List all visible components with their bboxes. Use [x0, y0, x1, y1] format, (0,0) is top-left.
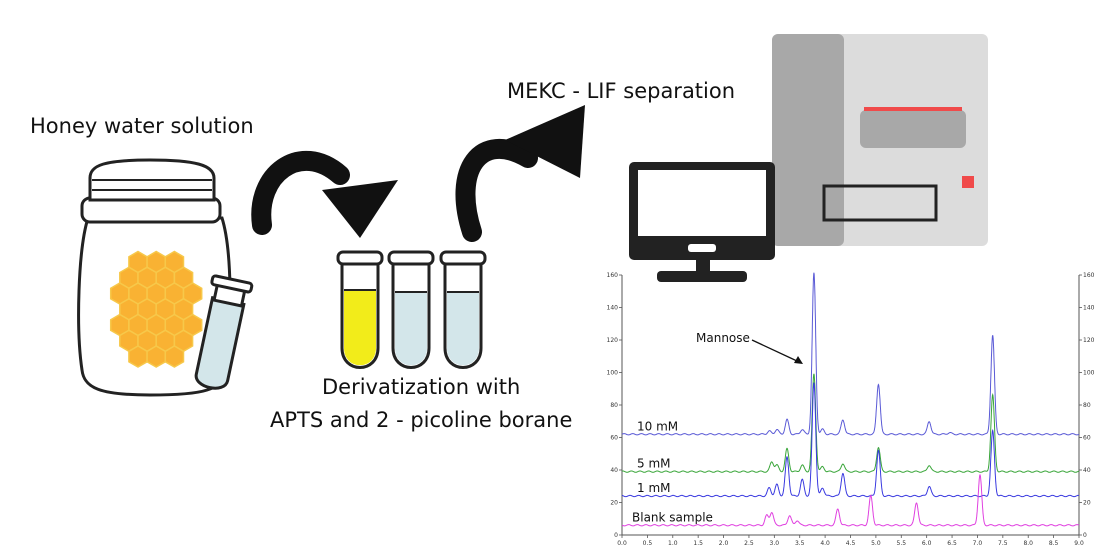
- y-tick-label: 120: [607, 337, 619, 344]
- y-tick-label: 80: [610, 402, 618, 409]
- y-tick-label: 160: [1083, 272, 1095, 279]
- honeycomb-icon: [109, 250, 203, 368]
- y-tick-label: 60: [1083, 435, 1091, 442]
- x-tick-label: 7.0: [973, 540, 983, 547]
- x-tick-label: 1.5: [693, 540, 703, 547]
- y-tick-label: 140: [607, 305, 619, 312]
- y-tick-label: 0: [1083, 532, 1087, 539]
- trace-1-mm: [621, 382, 1079, 498]
- y-tick-label: 100: [1083, 370, 1095, 377]
- y-tick-label: 140: [1083, 305, 1095, 312]
- x-tick-label: 6.5: [947, 540, 957, 547]
- honey-solution-label: Honey water solution: [30, 114, 254, 138]
- x-tick-label: 1.0: [668, 540, 678, 547]
- trace-label: 5 mM: [637, 457, 671, 471]
- ce-instrument-icon: [772, 34, 988, 246]
- trace-label: Blank sample: [632, 510, 713, 524]
- electropherogram-chart: 0.0 0.5 1.0 1.5 2.0 2.5 3.0 3.5 4.0 4.5 5.0 5.5 6.0 6…: [607, 272, 1095, 547]
- x-tick-label: 4.5: [846, 540, 856, 547]
- y-tick-label: 40: [1083, 467, 1091, 474]
- curved-arrow-icon: [251, 150, 398, 238]
- test-tube-blue-icon: [387, 250, 435, 369]
- y-tick-label: 40: [610, 467, 618, 474]
- honeycomb-cell: [164, 345, 185, 368]
- mannose-label: Mannose: [696, 331, 750, 345]
- y-tick-label: 100: [607, 370, 619, 377]
- trace-5-mm: [621, 373, 1080, 473]
- x-tick-label: 3.5: [795, 540, 805, 547]
- x-tick-label: 4.0: [820, 540, 830, 547]
- x-tick-label: 0.0: [617, 540, 627, 547]
- y-tick-label: 0: [614, 532, 618, 539]
- y-tick-label: 120: [1083, 337, 1095, 344]
- x-tick-label: 6.0: [922, 540, 932, 547]
- x-tick-label: 5.5: [897, 540, 907, 547]
- honeycomb-cell: [146, 345, 167, 368]
- mannose-annotation: Mannose: [696, 331, 803, 364]
- y-tick-label: 20: [1083, 500, 1091, 507]
- x-tick-label: 5.0: [871, 540, 881, 547]
- mekc-separation-label: MEKC - LIF separation: [507, 79, 736, 103]
- y-tick-label: 20: [610, 500, 618, 507]
- test-tube-yellow-icon: [336, 250, 384, 369]
- test-tube-blue-icon: [439, 250, 487, 369]
- trace-label: 10 mM: [637, 419, 678, 433]
- x-tick-label: 0.5: [643, 540, 653, 547]
- x-tick-label: 2.0: [719, 540, 729, 547]
- x-tick-label: 3.0: [770, 540, 780, 547]
- computer-monitor-icon: [629, 162, 775, 282]
- x-tick-label: 8.0: [1023, 540, 1033, 547]
- derivatization-label-line2: APTS and 2 - picoline borane: [270, 408, 573, 432]
- curved-arrow-icon: [455, 105, 585, 242]
- y-tick-label: 60: [610, 435, 618, 442]
- x-tick-label: 7.5: [998, 540, 1008, 547]
- trace-label: 1 mM: [637, 481, 671, 495]
- honeycomb-cell: [128, 345, 148, 368]
- trace-10-mm: [621, 272, 1080, 436]
- x-tick-label: 2.5: [744, 540, 754, 547]
- x-tick-label: 9.0: [1074, 540, 1084, 547]
- derivatization-label-line1: Derivatization with: [322, 375, 521, 399]
- x-tick-label: 8.5: [1049, 540, 1059, 547]
- y-tick-label: 80: [1083, 402, 1091, 409]
- trace-blank-sample: [621, 473, 1080, 527]
- sample-tube-icon: [194, 274, 254, 390]
- y-tick-label: 160: [607, 272, 619, 279]
